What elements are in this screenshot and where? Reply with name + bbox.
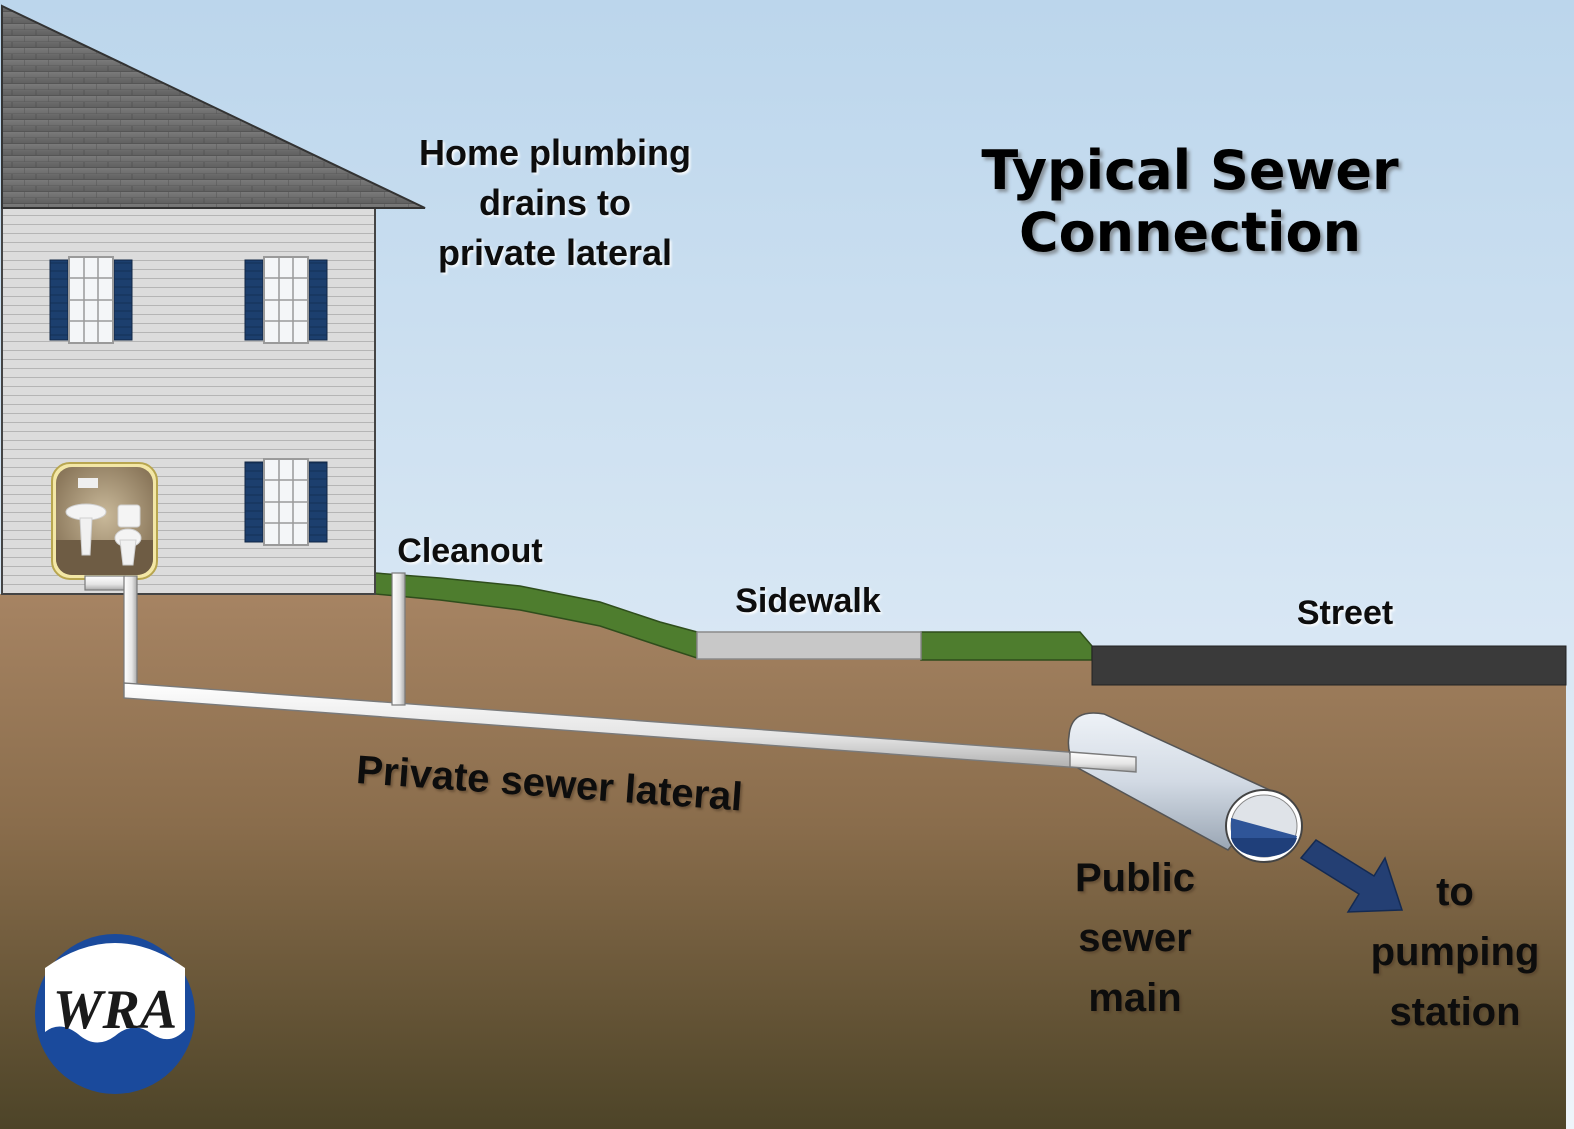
home-plumbing-line-2: drains to — [478, 182, 631, 223]
wra-logo-icon: WRA — [35, 934, 195, 1094]
pumping-station-label: to pumping station — [1350, 862, 1560, 1042]
sidewalk-label: Sidewalk — [735, 582, 881, 620]
public-main-line-3: main — [1088, 976, 1182, 1020]
window-upper-left — [49, 256, 133, 344]
pumping-line-3: station — [1389, 990, 1521, 1034]
sidewalk-slab — [696, 631, 922, 660]
window-lower-right — [244, 458, 328, 546]
cleanout-riser — [391, 572, 406, 706]
home-plumbing-line-1: Home plumbing — [419, 132, 691, 173]
public-main-line-2: sewer — [1078, 916, 1192, 960]
curb-grass — [920, 631, 1093, 661]
street-label: Street — [1296, 594, 1394, 632]
public-main-label: Public sewer main — [1050, 848, 1220, 1028]
house-roof — [1, 4, 426, 209]
flow-arrow-icon — [1299, 839, 1404, 913]
home-plumbing-line-3: private lateral — [437, 232, 673, 273]
pumping-line-2: pumping — [1370, 930, 1540, 974]
house-drain-pipe — [123, 575, 138, 695]
public-main-line-1: Public — [1074, 856, 1196, 900]
street-surface — [1091, 645, 1567, 686]
logo-text: WRA — [53, 979, 178, 1041]
bathroom-photo-icon — [51, 462, 158, 580]
title-line-1: Typical Sewer — [981, 139, 1399, 202]
drain-fitting — [84, 575, 126, 591]
title-line-2: Connection — [1018, 201, 1362, 264]
lateral-connection — [1069, 751, 1137, 773]
public-sewer-main-pipe — [1067, 712, 1303, 863]
cleanout-label: Cleanout — [397, 532, 543, 570]
pumping-line-1: to — [1436, 870, 1474, 914]
home-plumbing-label: Home plumbing drains to private lateral — [400, 128, 710, 278]
window-upper-right — [244, 256, 328, 344]
diagram-title: Typical Sewer Connection — [980, 140, 1400, 264]
